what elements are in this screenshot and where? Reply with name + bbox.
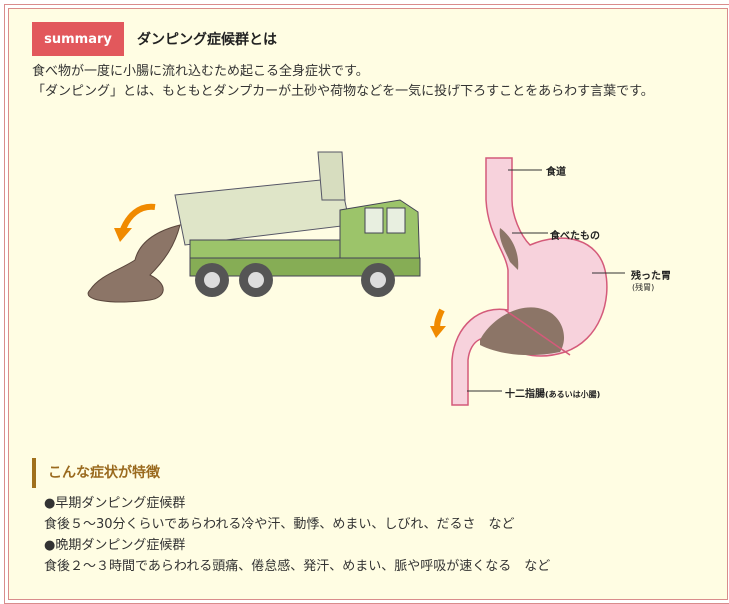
symptom-early-desc: 食後５～30分くらいであらわれる冷や汗、動悸、めまい、しびれ、だるさ など	[44, 517, 515, 532]
intro-line-2: 「ダンピング」とは、もともとダンプカーが土砂や荷物などを一気に投げ下ろすことをあ…	[32, 84, 654, 99]
label-remnant-stomach-sub: (残胃)	[632, 283, 655, 292]
label-esophagus: 食道	[546, 167, 566, 178]
summary-frame	[4, 4, 729, 604]
symptom-late-desc: 食後２～３時間であらわれる頭痛、倦怠感、発汗、めまい、脈や呼吸が速くなる など	[44, 559, 551, 574]
section-title: ダンピング症候群とは	[137, 32, 277, 48]
symptom-early-title: ●早期ダンピング症候群	[44, 496, 186, 511]
intro-line-1: 食べ物が一度に小腸に流れ込むため起こる全身症状です。	[32, 64, 369, 79]
summary-panel	[8, 8, 728, 600]
symptom-late-title: ●晩期ダンピング症候群	[44, 538, 186, 553]
stomach-illustration	[430, 157, 625, 406]
label-food: 食べたもの	[550, 231, 600, 242]
symptoms-list: ●早期ダンピング症候群 食後５～30分くらいであらわれる冷や汗、動悸、めまい、し…	[44, 493, 550, 577]
label-duodenum: 十二指腸(あるいは小腸)	[505, 385, 600, 400]
label-duodenum-sub: (あるいは小腸)	[545, 390, 601, 399]
summary-badge: summary	[32, 22, 124, 56]
label-remnant-stomach: 残った胃	[631, 271, 671, 282]
intro-text: 食べ物が一度に小腸に流れ込むため起こる全身症状です。 「ダンピング」とは、もとも…	[32, 62, 682, 102]
dumping-illustration	[87, 151, 625, 406]
label-duodenum-main: 十二指腸	[505, 389, 545, 400]
symptoms-heading: こんな症状が特徴	[32, 458, 160, 488]
dump-truck-illustration	[87, 151, 421, 303]
